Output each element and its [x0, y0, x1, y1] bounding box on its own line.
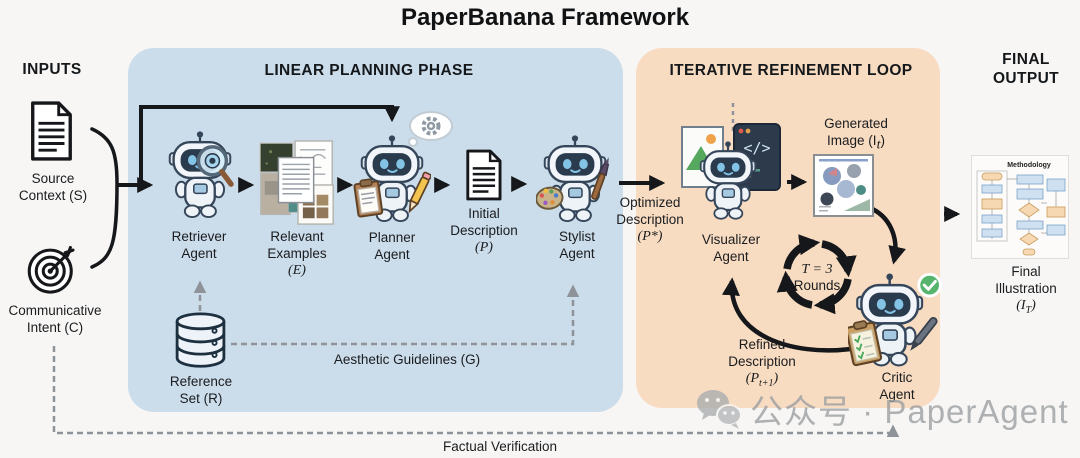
stylist-agent-label: Stylist Agent: [559, 229, 595, 262]
optimized-description-label: Optimized Description (P*): [616, 195, 684, 246]
label-line: Visualizer: [701, 232, 761, 247]
label-line: Examples: [267, 245, 327, 261]
label-line: Retriever: [171, 229, 227, 244]
label-line: Agent: [559, 245, 595, 261]
thumb-title: Methodology: [1007, 162, 1051, 169]
reference-set-label: Reference Set (R): [170, 374, 232, 407]
reference-set-database-icon: [175, 312, 226, 368]
retriever-agent-robot: [168, 130, 234, 219]
final-output-heading: FINAL OUTPUT: [993, 50, 1059, 89]
code-glyph: </>: [743, 139, 770, 157]
generated-image-thumbnail: [813, 154, 874, 217]
planner-agent-label: Planner Agent: [369, 230, 416, 263]
label-line: Context (S): [18, 187, 88, 203]
critic-agent-robot: [848, 272, 942, 367]
label-line: Optimized: [619, 195, 681, 210]
check-badge-icon: [917, 272, 942, 298]
label-line: Generated: [824, 116, 888, 131]
label-line: Relevant: [270, 229, 324, 244]
label-line: Agent: [374, 246, 410, 262]
label-line: Image (It): [827, 132, 885, 153]
label-line: Description: [450, 222, 518, 238]
label-line: Agent: [879, 386, 915, 402]
label-line: Agent: [713, 248, 749, 264]
page-title: PaperBanana Framework: [400, 4, 690, 31]
label-line: Refined: [738, 337, 786, 352]
cycle-rounds-label: T = 3 Rounds: [794, 261, 841, 295]
label-line: Description: [616, 211, 684, 227]
final-illustration-thumbnail: Methodology: [971, 155, 1069, 259]
final-illustration-label: Final Illustration (IT): [995, 264, 1057, 318]
label-line: Initial: [468, 206, 500, 221]
stylist-agent-robot: [536, 134, 610, 223]
aesthetic-guidelines-label: Aesthetic Guidelines (G): [333, 352, 481, 367]
label-line: Planner: [368, 230, 416, 245]
refined-description-label: Refined Description (Pt+1): [728, 337, 796, 391]
label-line: (Pt+1): [745, 371, 779, 390]
communicative-intent-label: Communicative Intent (C): [8, 303, 101, 336]
heading-line: FINAL: [1002, 51, 1050, 68]
label-line: Intent (C): [26, 319, 84, 335]
generated-image-label: Generated Image (It): [824, 116, 888, 154]
label-line: Set (R): [179, 390, 223, 406]
planner-agent-robot: [353, 134, 431, 223]
target-icon: [27, 245, 75, 294]
factual-verification-label: Factual Verification: [442, 439, 558, 454]
retriever-agent-label: Retriever Agent: [172, 229, 227, 262]
wechat-icon: [697, 390, 742, 429]
label-line: Critic: [881, 370, 913, 385]
heading-line: OUTPUT: [992, 70, 1060, 88]
initial-description-label: Initial Description (P): [450, 206, 518, 257]
label-line: Reference: [169, 374, 233, 389]
label-line: Rounds: [793, 278, 841, 294]
critic-agent-label: Critic Agent: [879, 370, 914, 403]
visualizer-agent-robot: [699, 140, 757, 220]
thought-bubble-gear-icon: [404, 111, 453, 153]
label-line: (E): [288, 263, 306, 279]
source-context-label: Source Context (S): [19, 171, 87, 204]
refinement-heading: ITERATIVE REFINEMENT LOOP: [669, 62, 913, 79]
label-line: Communicative: [8, 303, 102, 318]
inputs-heading: INPUTS: [22, 61, 82, 78]
relevant-examples-thumbnails: [259, 140, 334, 225]
initial-description-document-icon: [466, 149, 502, 201]
label-line: Stylist: [558, 229, 596, 244]
label-line: Final: [1011, 264, 1041, 279]
label-line: T = 3: [801, 262, 833, 277]
watermark-text: 公众号 · PaperAgent: [750, 393, 1069, 430]
label-line: Description: [728, 353, 796, 369]
label-line: Illustration: [995, 280, 1057, 296]
label-line: Source: [31, 171, 75, 186]
visualizer-agent-label: Visualizer Agent: [702, 232, 760, 265]
relevant-examples-label: Relevant Examples (E): [267, 229, 326, 280]
planning-heading: LINEAR PLANNING PHASE: [264, 62, 474, 79]
label-line: Agent: [181, 245, 217, 261]
label-line: (P*): [637, 229, 663, 245]
source-document-icon: [31, 101, 72, 161]
watermark: 公众号 · PaperAgent: [696, 385, 1069, 433]
label-line: (IT): [1016, 298, 1036, 317]
label-line: (P): [475, 240, 493, 256]
